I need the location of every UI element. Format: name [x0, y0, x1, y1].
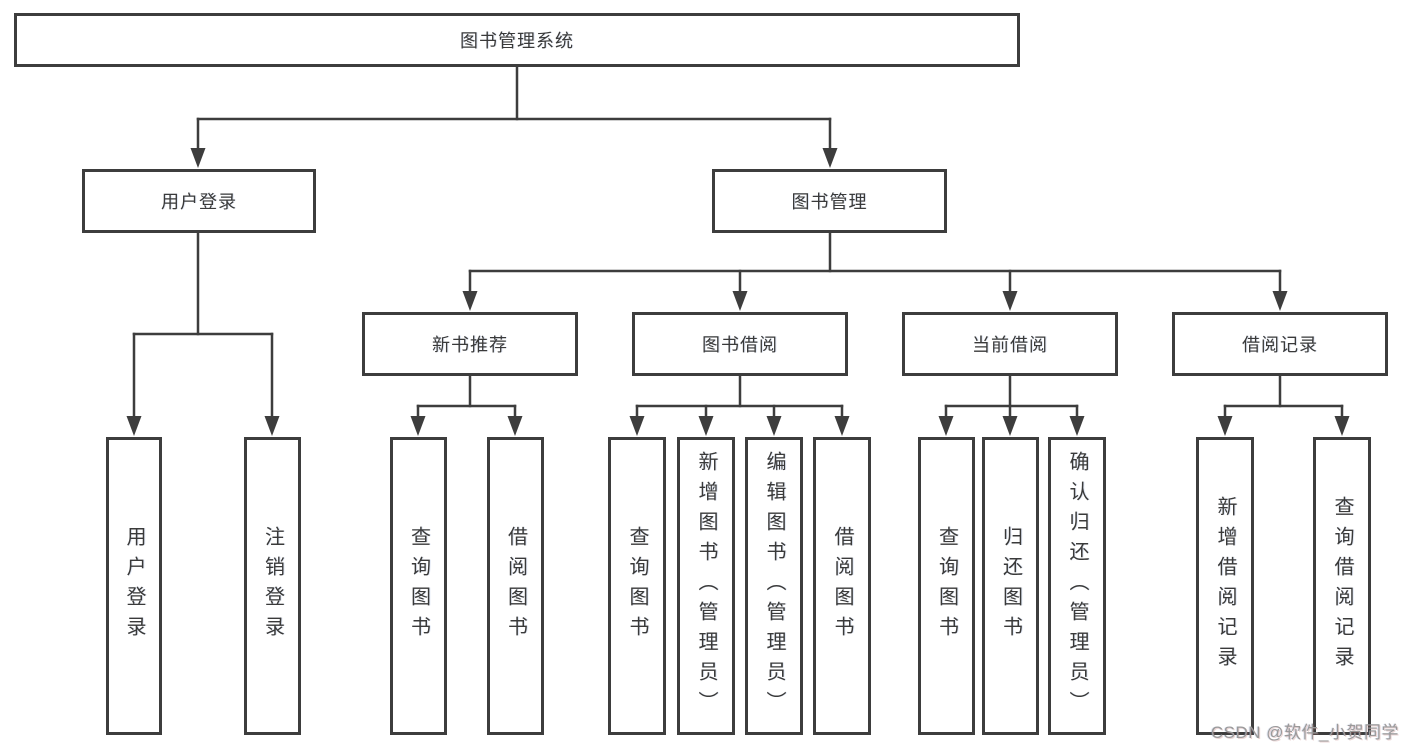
node-query-books-recommend-label: 查询图书 — [407, 526, 430, 646]
node-root-label: 图书管理系统 — [460, 31, 574, 51]
node-borrowing-records-label: 借阅记录 — [1242, 335, 1318, 355]
node-edit-book-admin-label: 编辑图书（管理员） — [763, 451, 785, 721]
node-logout-label: 注销登录 — [261, 526, 284, 646]
connector-borrowrecords-to-leaves — [1217, 374, 1350, 436]
node-book-borrowing: 图书借阅 — [632, 312, 848, 376]
node-query-books-current-label: 查询图书 — [935, 526, 958, 646]
node-return-books: 归还图书 — [982, 437, 1039, 735]
connector-bookborrow-to-leaves — [629, 374, 850, 436]
node-borrow-books-recommend-label: 借阅图书 — [504, 526, 527, 646]
connector-userlogin-to-leaves — [126, 231, 280, 436]
node-user-login: 用户登录 — [82, 169, 316, 233]
node-query-books-current: 查询图书 — [918, 437, 975, 735]
node-borrow-books-leaf-label: 借阅图书 — [831, 526, 853, 646]
node-add-borrow-record: 新增借阅记录 — [1196, 437, 1254, 735]
connector-root-to-level2 — [190, 65, 838, 168]
node-return-books-label: 归还图书 — [999, 526, 1022, 646]
node-book-borrowing-label: 图书借阅 — [702, 335, 778, 355]
node-book-management: 图书管理 — [712, 169, 947, 233]
node-query-books-borrow-label: 查询图书 — [626, 526, 648, 646]
node-confirm-return-admin-label: 确认归还（管理员） — [1066, 451, 1088, 721]
node-user-login-leaf-label: 用户登录 — [123, 526, 145, 646]
node-current-borrowing-label: 当前借阅 — [972, 335, 1048, 355]
node-add-borrow-record-label: 新增借阅记录 — [1214, 496, 1236, 676]
node-borrowing-records: 借阅记录 — [1172, 312, 1388, 376]
node-query-books-borrow: 查询图书 — [608, 437, 666, 735]
node-query-books-recommend: 查询图书 — [390, 437, 447, 735]
node-current-borrowing: 当前借阅 — [902, 312, 1118, 376]
node-add-book-admin: 新增图书（管理员） — [677, 437, 735, 735]
node-query-borrow-record: 查询借阅记录 — [1313, 437, 1371, 735]
csdn-watermark: CSDN @软件_小贺同学 — [1210, 723, 1399, 742]
connector-currentborrow-to-leaves — [938, 374, 1085, 436]
node-book-management-label: 图书管理 — [791, 192, 868, 212]
node-new-book-recommendation-label: 新书推荐 — [432, 335, 508, 355]
node-new-book-recommendation: 新书推荐 — [362, 312, 578, 376]
node-confirm-return-admin: 确认归还（管理员） — [1048, 437, 1106, 735]
node-borrow-books-recommend: 借阅图书 — [487, 437, 544, 735]
node-user-login-leaf: 用户登录 — [106, 437, 162, 735]
node-user-login-label: 用户登录 — [161, 192, 237, 212]
node-logout: 注销登录 — [244, 437, 301, 735]
node-add-book-admin-label: 新增图书（管理员） — [695, 451, 717, 721]
connector-bookmgmt-to-level3 — [462, 231, 1288, 311]
node-borrow-books-leaf: 借阅图书 — [813, 437, 871, 735]
node-root: 图书管理系统 — [14, 13, 1020, 67]
node-edit-book-admin: 编辑图书（管理员） — [745, 437, 803, 735]
node-query-borrow-record-label: 查询借阅记录 — [1331, 496, 1353, 676]
connector-newbooks-to-leaves — [410, 374, 523, 436]
